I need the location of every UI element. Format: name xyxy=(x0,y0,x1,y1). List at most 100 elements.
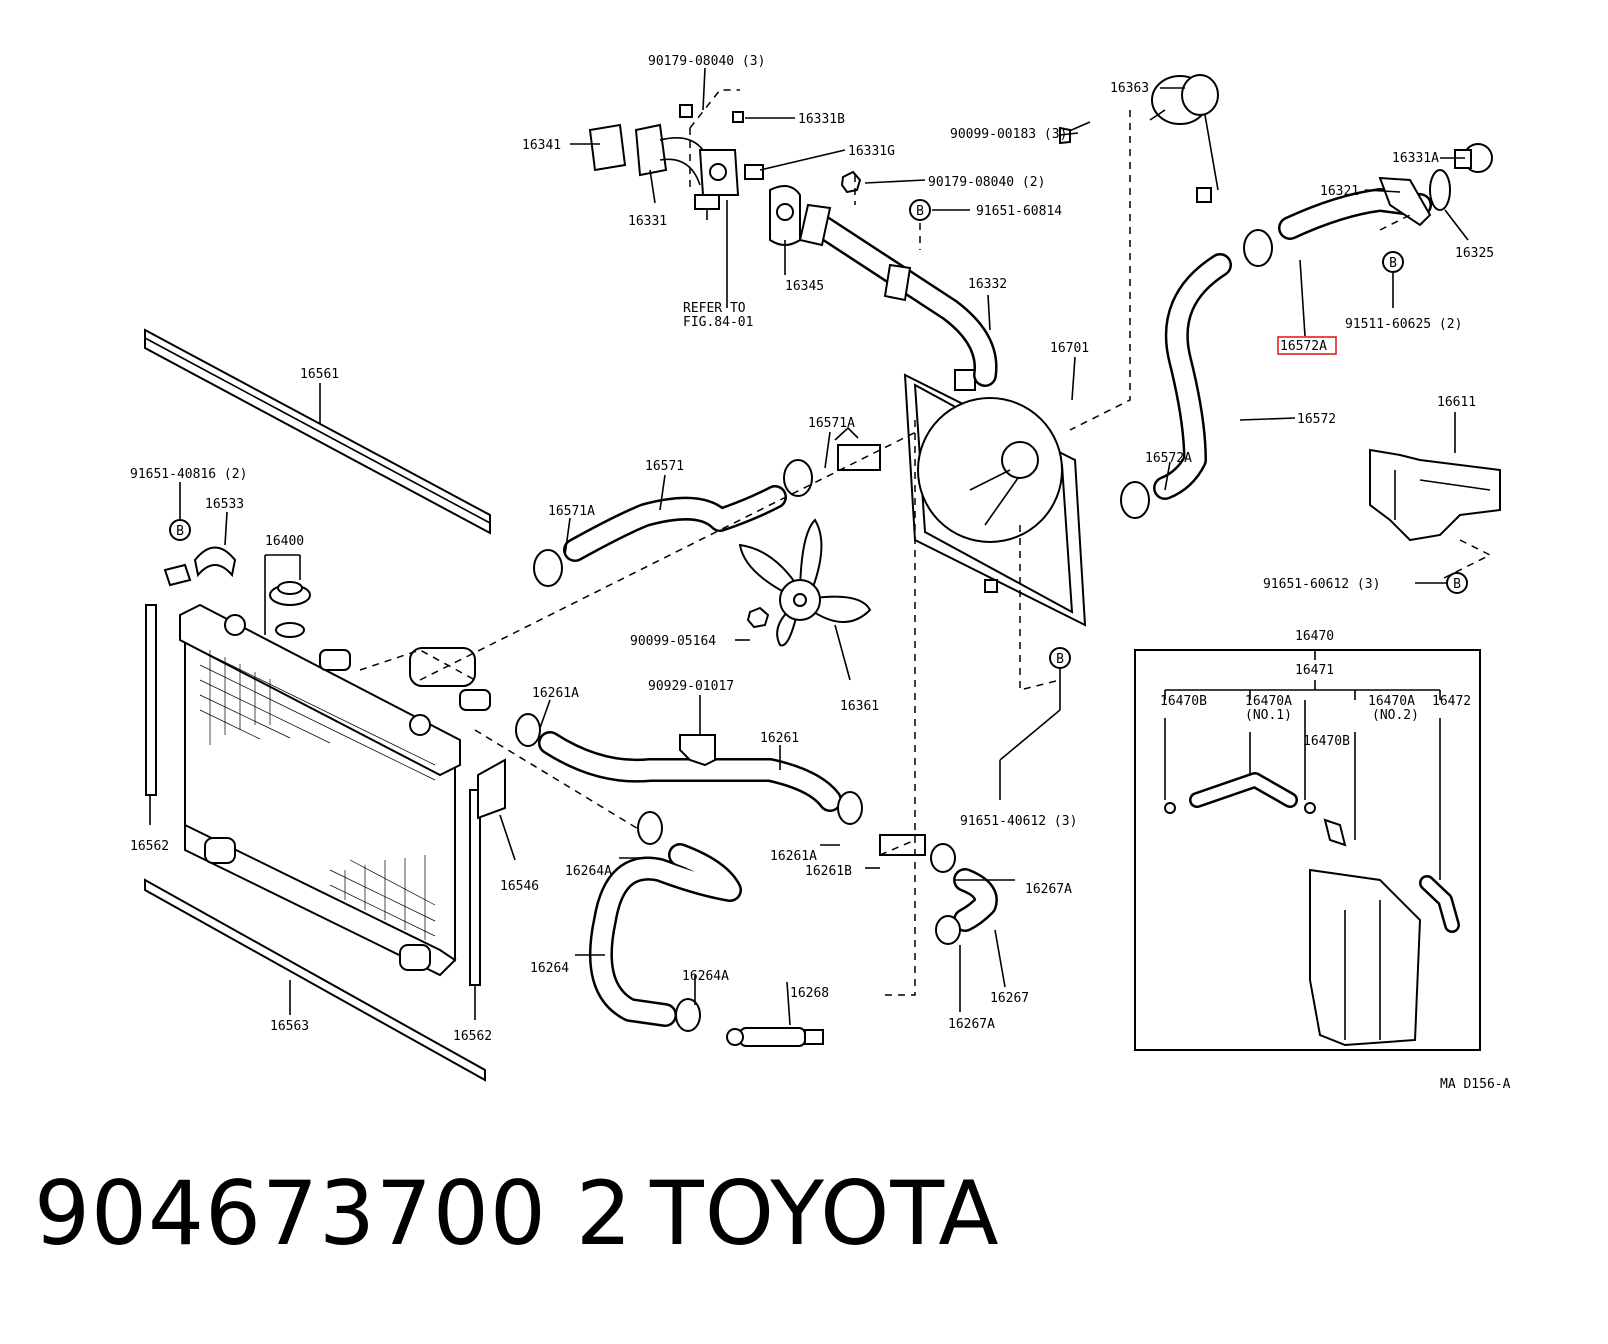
label-16321: 16321 xyxy=(1320,184,1359,199)
label-16561: 16561 xyxy=(300,367,339,382)
label-16470b-left: 16470B xyxy=(1160,694,1207,709)
label-16261a-top: 16261A xyxy=(532,686,579,701)
label-16611: 16611 xyxy=(1437,395,1476,410)
label-16400: 16400 xyxy=(265,534,304,549)
radiator-bracket-16533 xyxy=(163,546,237,587)
label-16471: 16471 xyxy=(1295,663,1334,678)
label-no1: (NO.1) xyxy=(1245,708,1292,723)
label-16563: 16563 xyxy=(270,1019,309,1034)
label-16261a-mid: 16261A xyxy=(770,849,817,864)
radiator-hose-16261 xyxy=(538,731,842,812)
brand-name: TOYOTA xyxy=(650,1162,1000,1265)
label-91651-60612: 91651-60612 (3) xyxy=(1263,577,1380,592)
label-16267a-right: 16267A xyxy=(1025,882,1072,897)
bracket-16611 xyxy=(1369,448,1501,542)
label-91511-60625: 91511-60625 (2) xyxy=(1345,317,1462,332)
radiator-lower-seal-16563 xyxy=(144,878,486,1082)
radiator-hose-16572 xyxy=(1153,253,1232,500)
guide-dashes xyxy=(359,89,1492,996)
label-91651-40816: 91651-40816 (2) xyxy=(130,467,247,482)
radiator-side-seal-left-16562 xyxy=(145,604,157,796)
fan-shroud-16701 xyxy=(903,369,1087,627)
label-fig-84-01: FIG.84-01 xyxy=(683,315,753,330)
reference-marker-b5: B xyxy=(1049,647,1071,669)
gasket-16325 xyxy=(1429,169,1451,211)
label-16267a-bottom: 16267A xyxy=(948,1017,995,1032)
label-16264a-left: 16264A xyxy=(565,864,612,879)
highlighted-part-16572a: 16572A xyxy=(1277,336,1337,355)
hose-16264 xyxy=(588,843,742,1027)
thermo-switch xyxy=(694,194,720,220)
hose-16267 xyxy=(953,868,998,932)
label-16470a-no2: 16470A xyxy=(1368,694,1415,709)
label-16331a: 16331A xyxy=(1392,151,1439,166)
label-16571: 16571 xyxy=(645,459,684,474)
label-16331: 16331 xyxy=(628,214,667,229)
label-16572a: 16572A xyxy=(1145,451,1192,466)
label-16562-right: 16562 xyxy=(453,1029,492,1044)
water-pipe-16321 xyxy=(1278,176,1432,240)
reference-marker-b1: B xyxy=(169,519,191,541)
part-number: 904673700 2 xyxy=(34,1162,633,1265)
water-outlet-16331 xyxy=(588,104,764,196)
label-16363: 16363 xyxy=(1110,81,1149,96)
label-90099-05164: 90099-05164 xyxy=(630,634,716,649)
label-refer-to: REFER TO xyxy=(683,301,746,316)
label-16331b: 16331B xyxy=(798,112,845,127)
cooling-fan-16361 xyxy=(738,518,872,647)
label-91651-40612: 91651-40612 (3) xyxy=(960,814,1077,829)
reference-marker-b4: B xyxy=(1446,572,1468,594)
radiator-assembly-16400 xyxy=(179,603,461,977)
label-16341: 16341 xyxy=(522,138,561,153)
label-16331g: 16331G xyxy=(848,144,895,159)
label-16472: 16472 xyxy=(1432,694,1471,709)
label-16562-left: 16562 xyxy=(130,839,169,854)
label-90099-00183: 90099-00183 (3) xyxy=(950,127,1067,142)
oil-cooler-fittings xyxy=(409,426,926,856)
drain-cock-16268 xyxy=(726,1027,824,1047)
label-16571a-top: 16571A xyxy=(808,416,855,431)
label-16332: 16332 xyxy=(968,277,1007,292)
svg-text:B: B xyxy=(1389,256,1397,271)
label-16345: 16345 xyxy=(785,279,824,294)
label-16572: 16572 xyxy=(1297,412,1336,427)
svg-text:B: B xyxy=(916,204,924,219)
label-16470a-no1: 16470A xyxy=(1245,694,1292,709)
leader-lines xyxy=(149,67,1469,1026)
label-16264: 16264 xyxy=(530,961,569,976)
label-16325: 16325 xyxy=(1455,246,1494,261)
label-16470: 16470 xyxy=(1295,629,1334,644)
svg-text:B: B xyxy=(1056,652,1064,667)
label-91651-60814: 91651-60814 xyxy=(976,204,1062,219)
label-16261: 16261 xyxy=(760,731,799,746)
label-16261b: 16261B xyxy=(805,864,852,879)
radiator-hose-16571 xyxy=(563,485,787,562)
radiator-pad-16546 xyxy=(477,758,506,820)
svg-text:B: B xyxy=(176,524,184,539)
radiator-side-seal-right-16562 xyxy=(469,789,481,986)
reference-marker-b2: B xyxy=(909,199,931,221)
water-pipe-16332 xyxy=(798,203,998,387)
bolt-90099-00183 xyxy=(1059,121,1091,145)
thermostat-housing-16363 xyxy=(1149,74,1219,203)
reference-marker-b3: B xyxy=(1382,251,1404,273)
svg-text:B: B xyxy=(1453,577,1461,592)
label-16546: 16546 xyxy=(500,879,539,894)
svg-text:16572A: 16572A xyxy=(1280,339,1327,354)
label-no2: (NO.2) xyxy=(1372,708,1419,723)
label-16361: 16361 xyxy=(840,699,879,714)
label-16701: 16701 xyxy=(1050,341,1089,356)
label-16268: 16268 xyxy=(790,986,829,1001)
label-16571a-left: 16571A xyxy=(548,504,595,519)
label-90179-08040-3: 90179-08040 (3) xyxy=(648,54,765,69)
label-16264a-bottom: 16264A xyxy=(682,969,729,984)
gasket-16345 xyxy=(769,185,801,246)
clip-90929-01017 xyxy=(679,734,716,767)
nut-90099-05164 xyxy=(746,606,770,629)
sensor-16331a xyxy=(1454,143,1493,173)
label-90179-08040-2: 90179-08040 (2) xyxy=(928,175,1045,190)
reservoir-assembly-box xyxy=(1134,649,1481,1051)
part-labels: 90179-08040 (3) 16331B 16341 16331G 9017… xyxy=(130,54,1511,1092)
nut-90179-08040-2 xyxy=(840,170,862,194)
